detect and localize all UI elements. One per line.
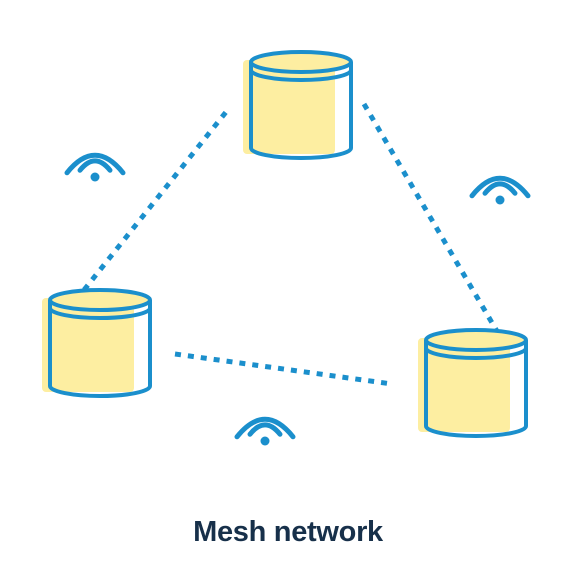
cylinder-body — [424, 340, 528, 438]
cylinder-fill — [42, 298, 134, 392]
cylinder-body — [249, 62, 353, 160]
cylinder-top — [249, 50, 353, 74]
database-cylinder-icon — [42, 288, 152, 398]
wifi-icon — [234, 417, 296, 446]
database-cylinder-icon — [243, 50, 353, 160]
cylinder-fill — [418, 338, 510, 432]
wifi-dot — [260, 436, 270, 446]
wifi-arc — [234, 417, 296, 440]
cylinder-top — [48, 288, 152, 312]
node-right — [418, 328, 528, 438]
database-cylinder-icon — [418, 328, 528, 438]
wifi-arc — [469, 176, 531, 199]
wifi-right — [469, 176, 531, 205]
diagram-caption: Mesh network — [193, 516, 383, 548]
link-left-top — [74, 110, 228, 302]
wifi-arc — [64, 153, 126, 176]
link-top-right — [361, 102, 501, 335]
wifi-bottom — [234, 417, 296, 446]
cylinder-fill — [243, 60, 335, 154]
node-top — [243, 50, 353, 160]
wifi-dot — [495, 195, 505, 205]
link-left-right — [174, 351, 393, 387]
node-left — [42, 288, 152, 398]
cylinder-body — [48, 300, 152, 398]
cylinder-rim — [48, 307, 152, 320]
wifi-upper-left — [64, 153, 126, 182]
wifi-arc — [247, 422, 283, 437]
cylinder-rim — [424, 347, 528, 360]
wifi-icon — [469, 176, 531, 205]
wifi-arc — [77, 158, 113, 173]
cylinder-top — [424, 328, 528, 352]
wifi-icon — [64, 153, 126, 182]
cylinder-rim — [249, 69, 353, 82]
wifi-arc — [482, 181, 518, 196]
links — [74, 102, 501, 387]
wifi-dot — [90, 172, 100, 182]
